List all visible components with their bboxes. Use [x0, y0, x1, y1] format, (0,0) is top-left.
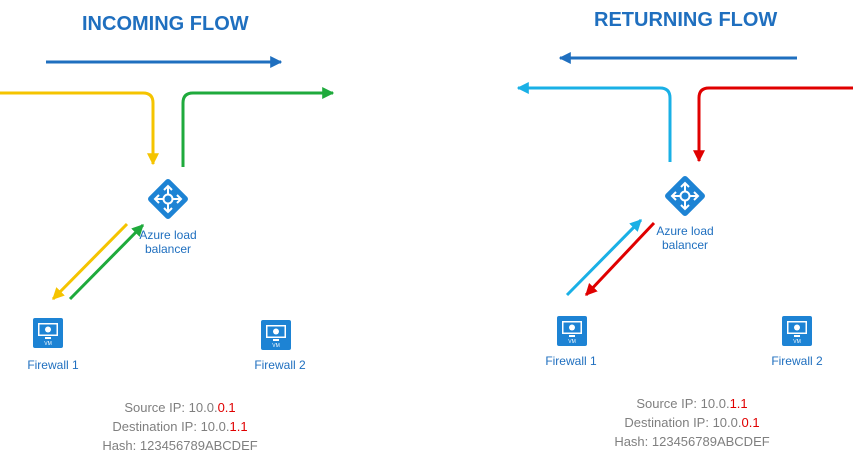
returning-ip-info: Source IP: 10.0.1.1 Destination IP: 10.0…	[592, 394, 792, 451]
lb-label-line2: balancer	[661, 238, 709, 252]
firewall-2-vm-icon	[261, 320, 291, 350]
returning-red-path-in	[693, 86, 853, 163]
incoming-firewall-1-label: Firewall 1	[27, 358, 79, 372]
destination-ip-prefix: 10.0.	[200, 419, 230, 434]
returning-cyan-path-out	[516, 82, 672, 162]
firewall-1-vm-icon	[557, 316, 587, 346]
incoming-ip-info: Source IP: 10.0.0.1 Destination IP: 10.0…	[80, 398, 280, 455]
destination-ip-label: Destination IP:	[112, 419, 201, 434]
destination-ip: Destination IP: 10.0.1.1	[80, 417, 280, 436]
returning-flow-title: RETURNING FLOW	[594, 9, 778, 31]
source-ip-prefix: 10.0.	[700, 396, 730, 411]
source-ip-label: Source IP:	[124, 400, 189, 415]
firewall-2-vm-icon	[782, 316, 812, 346]
incoming-firewall-2-label: Firewall 2	[254, 358, 306, 372]
hash: Hash: 123456789ABCDEF	[614, 434, 770, 449]
source-ip-highlight: 0.1	[217, 400, 236, 415]
incoming-yellow-to-firewall	[51, 222, 129, 301]
destination-ip-highlight: 1.1	[229, 419, 248, 434]
lb-label-line1: Azure load	[656, 224, 714, 238]
lb-label-line1: Azure load	[139, 228, 197, 242]
source-ip: Source IP: 10.0.1.1	[592, 394, 792, 413]
load-balancer-icon	[145, 176, 191, 222]
source-ip-prefix: 10.0.	[188, 400, 218, 415]
returning-firewall-2-label: Firewall 2	[771, 354, 823, 368]
lb-label-line2: balancer	[144, 242, 192, 256]
destination-ip-prefix: 10.0.	[712, 415, 742, 430]
source-ip: Source IP: 10.0.0.1	[80, 398, 280, 417]
returning-firewall-1-label: Firewall 1	[545, 354, 597, 368]
incoming-green-to-lb	[68, 223, 145, 301]
incoming-lb-label: Azure load balancer	[128, 228, 208, 256]
hash: Hash: 123456789ABCDEF	[102, 438, 258, 453]
returning-red-to-firewall	[584, 221, 656, 297]
incoming-flow-panel	[0, 56, 335, 350]
returning-lb-label: Azure load balancer	[645, 224, 725, 252]
source-ip-highlight: 1.1	[729, 396, 748, 411]
destination-ip: Destination IP: 10.0.0.1	[592, 413, 792, 432]
incoming-flow-title: INCOMING FLOW	[82, 13, 249, 35]
returning-cyan-to-lb	[565, 218, 643, 297]
source-ip-label: Source IP:	[636, 396, 701, 411]
incoming-green-path-out	[181, 87, 335, 167]
destination-ip-highlight: 0.1	[741, 415, 760, 430]
firewall-1-vm-icon	[33, 318, 63, 348]
load-balancer-icon	[662, 173, 708, 219]
incoming-yellow-path-in	[0, 91, 159, 166]
returning-flow-panel	[516, 52, 853, 346]
destination-ip-label: Destination IP:	[624, 415, 713, 430]
